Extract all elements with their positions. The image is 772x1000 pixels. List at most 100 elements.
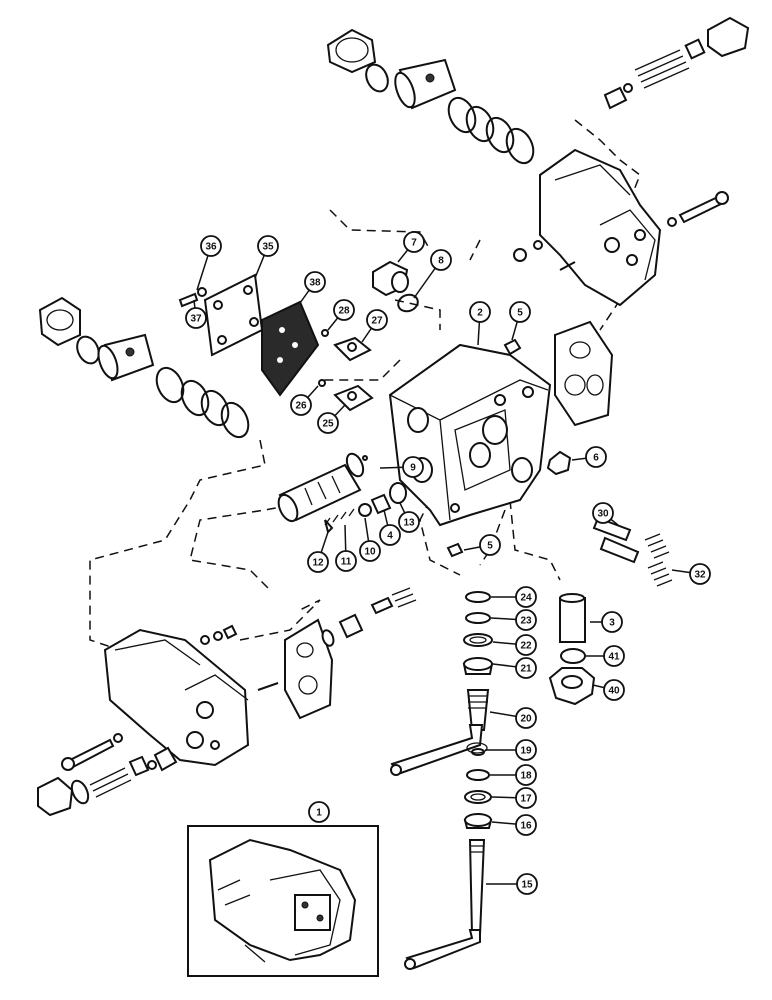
callout-circle: [603, 645, 625, 667]
callout-number: 13: [403, 518, 415, 529]
gasket-lower: [284, 618, 334, 720]
levers-25-28: [318, 329, 374, 412]
callout-number: 6: [593, 453, 599, 464]
plug-7-oring-8: [372, 260, 419, 313]
inset-assembly-view: [187, 825, 379, 977]
callout-circle: [403, 231, 425, 253]
callout-c32: 32: [671, 563, 711, 585]
callout-c20: 20: [489, 707, 537, 729]
callout-number: 4: [387, 531, 393, 542]
cover-plate: [203, 273, 264, 357]
callout-circle: [290, 394, 312, 416]
callout-number: 22: [520, 641, 532, 652]
lower-spool-pieces: [321, 587, 417, 647]
callout-circle: [366, 309, 388, 331]
parts-3-41-40: [548, 593, 596, 706]
callout-circle: [516, 873, 538, 895]
callout-c35: 35: [254, 235, 279, 279]
callout-c38: 38: [299, 271, 326, 304]
callout-circle: [585, 446, 607, 468]
part-5-upper: [503, 338, 522, 356]
callout-circle: [317, 412, 339, 434]
callout-circle: [307, 551, 329, 573]
callout-c36: 36: [196, 235, 222, 291]
callout-circle: [398, 511, 420, 533]
callout-number: 1: [316, 808, 322, 819]
callout-c17: 17: [491, 787, 537, 809]
callout-number: 16: [520, 821, 532, 832]
callout-circle: [430, 249, 452, 271]
callout-c16: 16: [491, 814, 537, 836]
callout-c9: 9: [379, 456, 424, 478]
callout-c27: 27: [361, 309, 388, 343]
callout-c8: 8: [413, 249, 452, 299]
cover-plate-assembly: [178, 273, 320, 397]
housing-upper: [539, 148, 662, 307]
plug-nut-right: [707, 16, 750, 58]
callout-circle: [515, 739, 537, 761]
callout-circle: [333, 299, 355, 321]
callout-c4: 4: [379, 509, 401, 546]
callout-number: 8: [438, 256, 444, 267]
callout-c24: 24: [491, 586, 537, 608]
callout-circle: [185, 307, 207, 329]
callout-c25: 25: [317, 404, 346, 434]
callout-number: 36: [205, 242, 217, 253]
callout-number: 18: [520, 771, 532, 782]
callout-circle: [515, 586, 537, 608]
callout-layer: 1234556789101112131516171819202122232425…: [185, 231, 711, 895]
callout-circle: [515, 787, 537, 809]
callout-number: 9: [410, 463, 416, 474]
callout-circle: [515, 609, 537, 631]
callout-circle: [402, 456, 424, 478]
callout-number: 21: [520, 664, 532, 675]
callout-number: 5: [487, 541, 493, 552]
callout-number: 28: [338, 306, 350, 317]
callout-c23: 23: [490, 609, 537, 631]
callout-c10: 10: [359, 517, 381, 562]
callout-c21: 21: [492, 657, 537, 679]
callout-c3: 3: [590, 611, 623, 633]
part-5-lower: [446, 542, 464, 558]
callout-c13: 13: [398, 502, 420, 533]
callout-circle: [304, 271, 326, 293]
callout-number: 19: [520, 746, 532, 757]
callout-circle: [592, 502, 614, 524]
callout-c7: 7: [397, 231, 425, 263]
callout-circle: [603, 679, 625, 701]
pins-30-springs-32: [592, 516, 673, 587]
callout-circle: [469, 301, 491, 323]
callout-number: 26: [295, 401, 307, 412]
callout-c15: 15: [486, 873, 538, 895]
callout-circle: [515, 764, 537, 786]
callout-number: 30: [597, 509, 609, 520]
callout-c37: 37: [185, 299, 207, 329]
callout-c2: 2: [469, 301, 491, 346]
spool-assembly: [277, 452, 407, 534]
callout-number: 32: [694, 570, 706, 581]
callout-c30: 30: [592, 502, 619, 526]
callout-number: 27: [371, 316, 383, 327]
top-right-valve-assembly: [326, 16, 750, 307]
callout-circle: [689, 563, 711, 585]
callout-number: 17: [520, 794, 532, 805]
callout-circle: [515, 707, 537, 729]
callout-circle: [515, 814, 537, 836]
callout-number: 25: [322, 419, 334, 430]
callout-number: 40: [608, 686, 620, 697]
main-valve-body: [388, 343, 552, 527]
callout-c26: 26: [290, 385, 319, 416]
callout-c28: 28: [327, 299, 355, 331]
callout-number: 41: [608, 652, 620, 663]
callout-number: 35: [262, 242, 274, 253]
callout-circle: [379, 524, 401, 546]
callout-circle: [359, 540, 381, 562]
callout-circle: [335, 550, 357, 572]
callout-c11: 11: [335, 524, 357, 572]
callout-circle: [509, 301, 531, 323]
plug-nut-upper: [326, 28, 377, 74]
callout-c12: 12: [307, 531, 329, 573]
callout-circle: [601, 611, 623, 633]
dashed-assembly-lines: [89, 119, 641, 651]
